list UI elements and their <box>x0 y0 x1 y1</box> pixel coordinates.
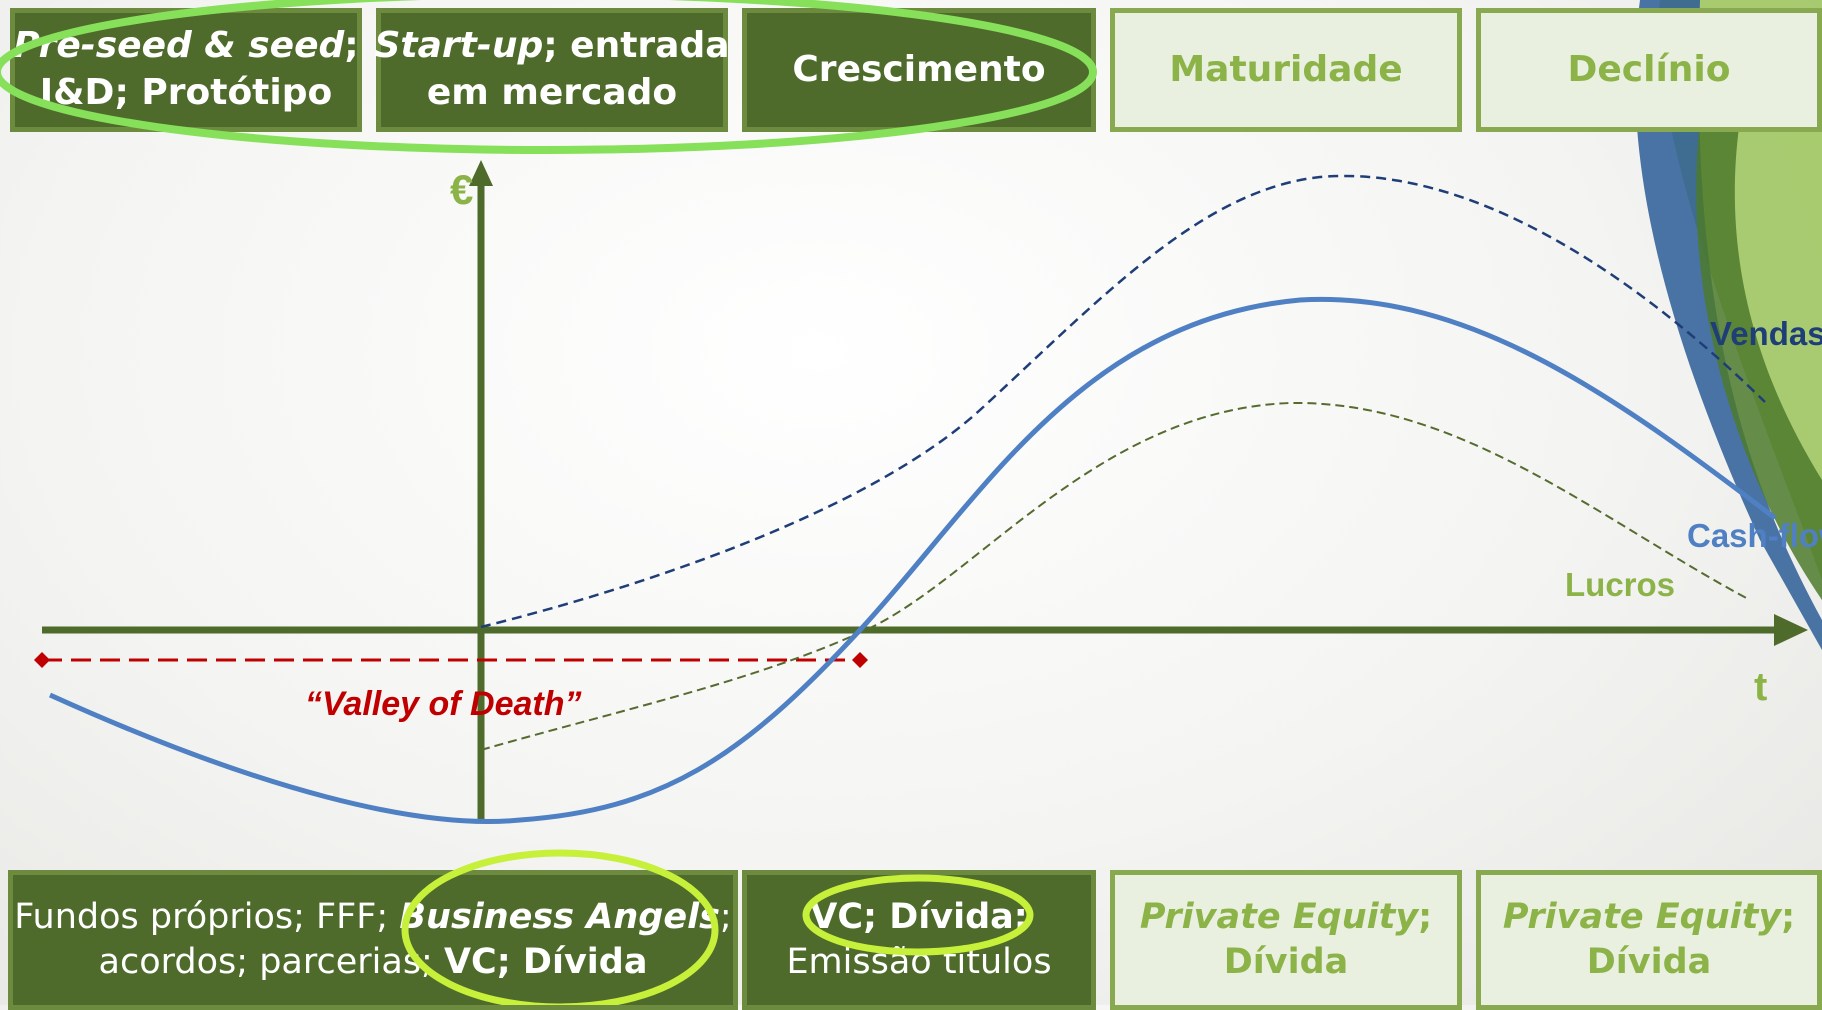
stage-seed-line2: I&D; Protótipo <box>39 72 333 113</box>
stage-startup-italic: Start-up <box>374 25 544 67</box>
valley-marker-right <box>852 652 868 668</box>
funding-decline-sep: ; <box>1781 896 1796 937</box>
stage-crescimento-label: Crescimento <box>792 48 1046 90</box>
valley-marker-left <box>34 652 50 668</box>
funding-maturity-pe: Private Equity <box>1139 896 1419 937</box>
funding-box-decline: Private Equity; Dívida <box>1476 870 1822 1010</box>
funding-early-sep: ; <box>719 896 732 937</box>
stage-seed-separator: ; <box>344 25 359 67</box>
funding-early-angels: Business Angels <box>399 896 720 937</box>
lucros-label: Lucros <box>1565 566 1675 603</box>
funding-box-early: Fundos próprios; FFF; Business Angels; a… <box>8 870 738 1010</box>
funding-maturity-debt: Dívida <box>1223 942 1349 982</box>
funding-decline-pe: Private Equity <box>1502 896 1782 937</box>
stage-box-crescimento: Crescimento <box>742 8 1096 132</box>
stage-box-declinio: Declínio <box>1476 8 1822 132</box>
cashflow-label: Cash-flow <box>1687 517 1822 554</box>
funding-decline-debt: Dívida <box>1586 942 1712 982</box>
stage-startup-rest: ; entrada <box>543 25 730 67</box>
funding-early-line2: acordos; parcerias; VC; Dívida <box>99 940 648 986</box>
stage-seed-italic: Pre-seed & seed <box>13 25 345 67</box>
stage-box-startup: Start-up; entrada em mercado <box>374 8 730 132</box>
funding-box-growth: VC; Dívida; Emissão títulos <box>742 870 1096 1010</box>
vendas-label: Vendas <box>1710 315 1822 352</box>
funding-maturity-sep: ; <box>1418 896 1433 937</box>
funding-early-own: Fundos próprios; FFF; <box>14 896 400 937</box>
stage-declinio-label: Declínio <box>1567 48 1731 90</box>
y-axis-arrowhead <box>469 160 493 186</box>
x-axis-arrowhead <box>1774 614 1808 646</box>
x-axis-symbol: t <box>1754 665 1767 709</box>
stage-startup-line1: Start-up; entrada <box>374 23 729 70</box>
stage-box-seed: Pre-seed & seed; I&D; Protótipo <box>10 8 362 132</box>
funding-early-vc: VC; Dívida <box>443 942 648 982</box>
stage-seed-line1: Pre-seed & seed; <box>13 23 358 70</box>
valley-of-death-label: “Valley of Death” <box>305 685 581 723</box>
funding-growth-bonds: Emissão títulos <box>786 942 1052 982</box>
stage-startup-line2: em mercado <box>426 72 678 113</box>
funding-growth-vc: VC; Dívida; <box>810 896 1028 937</box>
stage-maturidade-label: Maturidade <box>1169 48 1403 90</box>
cashflow-curve <box>48 296 1777 824</box>
vendas-curve <box>480 174 1766 629</box>
funding-decline-line1: Private Equity; <box>1503 895 1795 941</box>
funding-early-agreements: acordos; parcerias; <box>98 942 444 982</box>
stage-box-maturidade: Maturidade <box>1110 8 1462 132</box>
funding-box-maturity: Private Equity; Dívida <box>1110 870 1462 1010</box>
lucros-curve <box>480 401 1751 751</box>
y-axis-symbol: € <box>450 166 473 213</box>
funding-maturity-line1: Private Equity; <box>1140 895 1432 941</box>
funding-early-line1: Fundos próprios; FFF; Business Angels; <box>14 895 731 941</box>
